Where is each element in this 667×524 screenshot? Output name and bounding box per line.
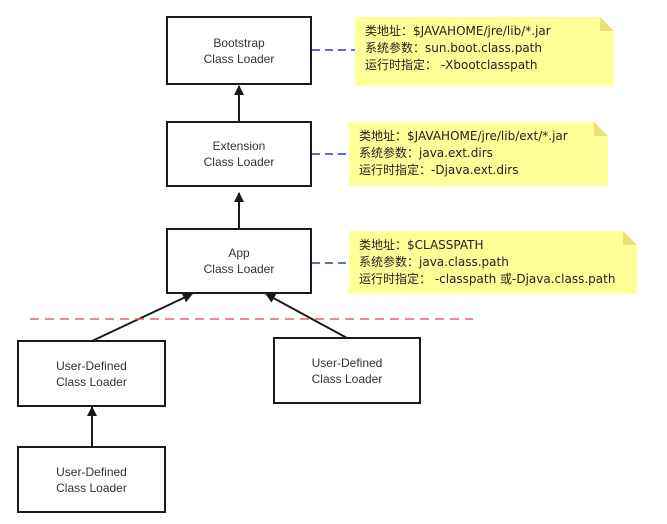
note-bootstrap-class-path: 类地址：$JAVAHOME/jre/lib/*.jar [365, 24, 551, 38]
extension-line2: Class Loader [203, 155, 275, 169]
edge-user-right-to-app [265, 293, 348, 339]
note-bootstrap-runtime-option: 运行时指定： -Xbootclasspath [365, 58, 538, 72]
app-line2: Class Loader [203, 262, 275, 276]
note-app-runtime-option: 运行时指定： -classpath 或-Djava.class.path [359, 272, 616, 286]
bootstrap-line1: Bootstrap [213, 35, 265, 50]
app-class-loader-box: App Class Loader [166, 228, 312, 294]
bootstrap-class-loader-box: Bootstrap Class Loader [166, 16, 312, 85]
user-bottom-line1: User-Defined [56, 464, 127, 479]
note-extension-runtime-option: 运行时指定：-Djava.ext.dirs [359, 163, 519, 177]
note-extension: 类地址：$JAVAHOME/jre/lib/ext/*.jar 系统参数：jav… [349, 122, 608, 186]
user-defined-class-loader-bottom-box: User-Defined Class Loader [17, 446, 166, 513]
note-bootstrap-system-property: 系统参数：sun.boot.class.path [365, 41, 542, 55]
extension-class-loader-box: Extension Class Loader [166, 121, 312, 187]
user-left-line1: User-Defined [56, 358, 127, 373]
user-defined-class-loader-left-box: User-Defined Class Loader [17, 340, 166, 407]
bootstrap-line2: Class Loader [203, 51, 275, 66]
note-app-system-property: 系统参数：java.class.path [359, 255, 509, 269]
app-line1: App [228, 246, 250, 260]
note-app: 类地址：$CLASSPATH 系统参数：java.class.path 运行时指… [349, 231, 637, 294]
note-extension-system-property: 系统参数：java.ext.dirs [359, 146, 493, 160]
user-left-line2: Class Loader [56, 374, 127, 389]
note-extension-class-path: 类地址：$JAVAHOME/jre/lib/ext/*.jar [359, 129, 568, 143]
user-defined-class-loader-right-box: User-Defined Class Loader [273, 337, 421, 404]
edge-user-left-to-app [91, 293, 193, 342]
note-app-class-path: 类地址：$CLASSPATH [359, 238, 484, 252]
user-bottom-line2: Class Loader [56, 480, 127, 495]
note-bootstrap-shape [355, 17, 614, 86]
user-right-line1: User-Defined [311, 355, 383, 370]
note-extension-shape [349, 122, 608, 186]
user-right-line2: Class Loader [311, 371, 383, 386]
extension-line1: Extension [212, 139, 266, 153]
note-bootstrap: 类地址：$JAVAHOME/jre/lib/*.jar 系统参数：sun.boo… [355, 17, 614, 86]
note-app-shape [349, 231, 637, 294]
